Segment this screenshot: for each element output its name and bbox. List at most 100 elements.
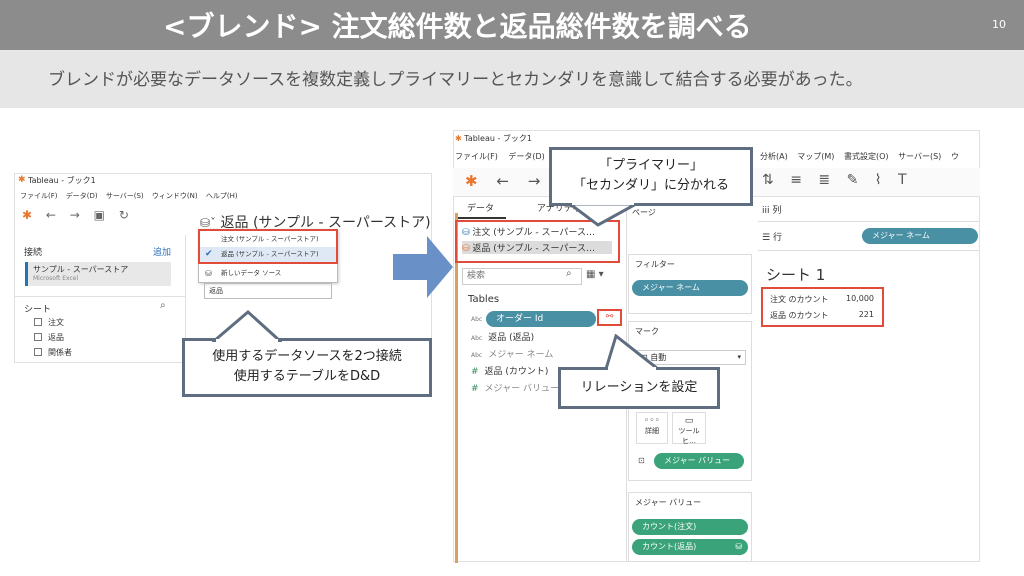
detail-button[interactable]: ◦◦◦ 詳細: [636, 412, 668, 444]
sheet-item-people[interactable]: 関係者: [34, 347, 72, 358]
string-type-icon: Abc: [471, 316, 483, 323]
sheet-title: シート 1: [766, 266, 826, 284]
label-icon[interactable]: T: [898, 172, 907, 188]
right-menu-bar-right: 分析(A) マップ(M) 書式設定(O) サーバー(S) ウ: [760, 151, 966, 162]
datasource-header[interactable]: ⛁ˇ 返品 (サンプル - スーパーストア): [200, 215, 431, 231]
forward-icon[interactable]: →: [69, 208, 80, 222]
sort-asc-icon[interactable]: ≡: [790, 172, 802, 188]
callout-pointer: [604, 334, 660, 370]
left-toolbar: ✱ ← → ▣ ↻: [22, 208, 139, 222]
menu-server[interactable]: サーバー(S): [105, 192, 144, 200]
rows-icon: ☰: [762, 233, 771, 243]
slide-title: <ブレンド> 注文総件数と返品総件数を調べる: [163, 10, 752, 43]
slide-subtitle: ブレンドが必要なデータソースを複数定義しプライマリーとセカンダリを意識して結合す…: [48, 70, 863, 90]
right-menu-bar-left: ファイル(F) データ(D): [455, 151, 553, 162]
field-order-id[interactable]: オーダー Id: [486, 311, 596, 327]
menu-file[interactable]: ファイル(F): [455, 152, 498, 161]
add-connection-link[interactable]: 追加: [153, 248, 172, 258]
menu-window[interactable]: ウ: [950, 152, 959, 161]
mv-pill-orders[interactable]: カウント(注文): [632, 519, 748, 535]
menu-data[interactable]: データ(D): [508, 152, 545, 161]
menu-file[interactable]: ファイル(F): [20, 192, 58, 200]
datasource-secondary[interactable]: ⛁ 返品 (サンプル - スーパース…: [462, 241, 612, 254]
dropdown-item-orders[interactable]: 注文 (サンプル - スーパーストア): [221, 235, 319, 243]
string-type-icon: Abc: [471, 335, 483, 342]
callout-connect: 使用するデータソースを2つ接続 使用するテーブルをD&D: [182, 338, 432, 397]
shelf-divider: [758, 250, 980, 251]
table-drop-field[interactable]: 返品: [204, 283, 332, 299]
menu-window[interactable]: ウィンドウ(N): [151, 192, 198, 200]
search-icon[interactable]: ⌕: [566, 268, 572, 279]
tab-data[interactable]: データ: [455, 204, 507, 219]
refresh-icon[interactable]: ↻: [118, 208, 129, 222]
arrow-right-icon: [393, 236, 453, 298]
link-icon[interactable]: ⚯: [597, 309, 622, 326]
table-icon: [34, 318, 42, 326]
left-window-title: ✱ Tableau - ブック1: [18, 175, 96, 185]
back-icon[interactable]: ←: [496, 172, 509, 190]
highlight-box: [761, 287, 884, 327]
mv-pill-returns[interactable]: カウント(返品) ⛁: [632, 539, 748, 555]
menu-help[interactable]: ヘルプ(H): [205, 192, 238, 200]
connection-type: Microsoft Excel: [33, 275, 79, 282]
view-toggle-icon[interactable]: ▦ ▾: [586, 269, 604, 280]
data-pane: [455, 213, 623, 563]
rows-pill-measure-names[interactable]: メジャー ネーム: [862, 228, 978, 244]
rows-shelf[interactable]: ☰ 行: [762, 233, 782, 243]
attach-icon[interactable]: ⌇: [874, 172, 882, 188]
highlight-box: [198, 229, 338, 264]
tab-analytics[interactable]: アナリティクス: [536, 204, 599, 214]
columns-shelf[interactable]: iii 列: [762, 206, 782, 216]
columns-icon: iii: [762, 206, 770, 216]
menu-map[interactable]: マップ(M): [797, 152, 835, 161]
callout-pointer: [212, 310, 282, 342]
back-icon[interactable]: ←: [45, 208, 56, 222]
field-measure-values[interactable]: #メジャー バリュー: [471, 384, 559, 394]
number-type-icon: #: [471, 384, 479, 394]
callout-pointer: [568, 203, 637, 227]
forward-icon[interactable]: →: [527, 172, 541, 190]
tooltip-icon: ▭: [684, 416, 694, 426]
filter-pill-measure-names[interactable]: メジャー ネーム: [632, 280, 748, 296]
save-icon[interactable]: ▣: [93, 208, 106, 222]
marks-label: マーク: [635, 327, 659, 336]
table-row: 返品 のカウント 221: [770, 310, 874, 320]
secondary-source-icon: ⛁: [735, 542, 742, 551]
datasource-primary[interactable]: ⛁ 注文 (サンプル - スーパース…: [462, 228, 595, 238]
marks-pill-measure-values[interactable]: メジャー バリュー: [654, 453, 744, 469]
datasource-connection[interactable]: サンプル - スーパーストア Microsoft Excel: [25, 262, 171, 286]
left-side-pane: [14, 235, 186, 363]
search-input[interactable]: 検索: [462, 268, 582, 285]
sort-desc-icon[interactable]: ≣: [818, 172, 831, 188]
chevron-down-icon: ▾: [737, 353, 741, 361]
sheet-item-returns[interactable]: 返品: [34, 332, 64, 343]
connection-name: サンプル - スーパーストア: [33, 265, 129, 274]
tables-label: Tables: [468, 294, 500, 305]
menu-data[interactable]: データ(D): [65, 192, 98, 200]
number-type-icon: #: [471, 367, 479, 377]
detail-icon: ◦◦◦: [644, 416, 660, 426]
tableau-icon[interactable]: ✱: [465, 172, 478, 190]
sheet-item-orders[interactable]: 注文: [34, 317, 64, 328]
dropdown-item-new-datasource[interactable]: ⛁新しいデータ ソース: [199, 266, 337, 281]
search-icon[interactable]: ⌕: [160, 300, 166, 311]
menu-server[interactable]: サーバー(S): [898, 152, 942, 161]
tableau-icon[interactable]: ✱: [22, 208, 33, 222]
toolbar-left: ✱ ← →: [465, 172, 554, 190]
menu-analysis[interactable]: 分析(A): [760, 152, 788, 161]
table-row: 注文 のカウント 10,000: [770, 294, 874, 304]
menu-format[interactable]: 書式設定(O): [843, 152, 889, 161]
field-returns-count[interactable]: #返品 (カウント): [471, 367, 549, 377]
data-pane-tabs: データ アナリティクス: [455, 201, 599, 219]
toolbar-right: ⇅ ≡ ≣ ✎ ⌇ T: [762, 172, 919, 188]
swap-icon[interactable]: ⇅: [762, 172, 774, 188]
tooltip-button[interactable]: ▭ ツールヒ…: [672, 412, 706, 445]
dropdown-item-returns[interactable]: ✔返品 (サンプル - スーパーストア): [199, 247, 337, 262]
pages-label: ページ: [632, 208, 656, 217]
highlight-icon[interactable]: ✎: [846, 172, 859, 188]
measure-values-label: メジャー バリュー: [635, 498, 702, 507]
callout-relation: リレーションを設定: [558, 367, 720, 409]
text-mark-icon: ⊡: [638, 456, 645, 465]
